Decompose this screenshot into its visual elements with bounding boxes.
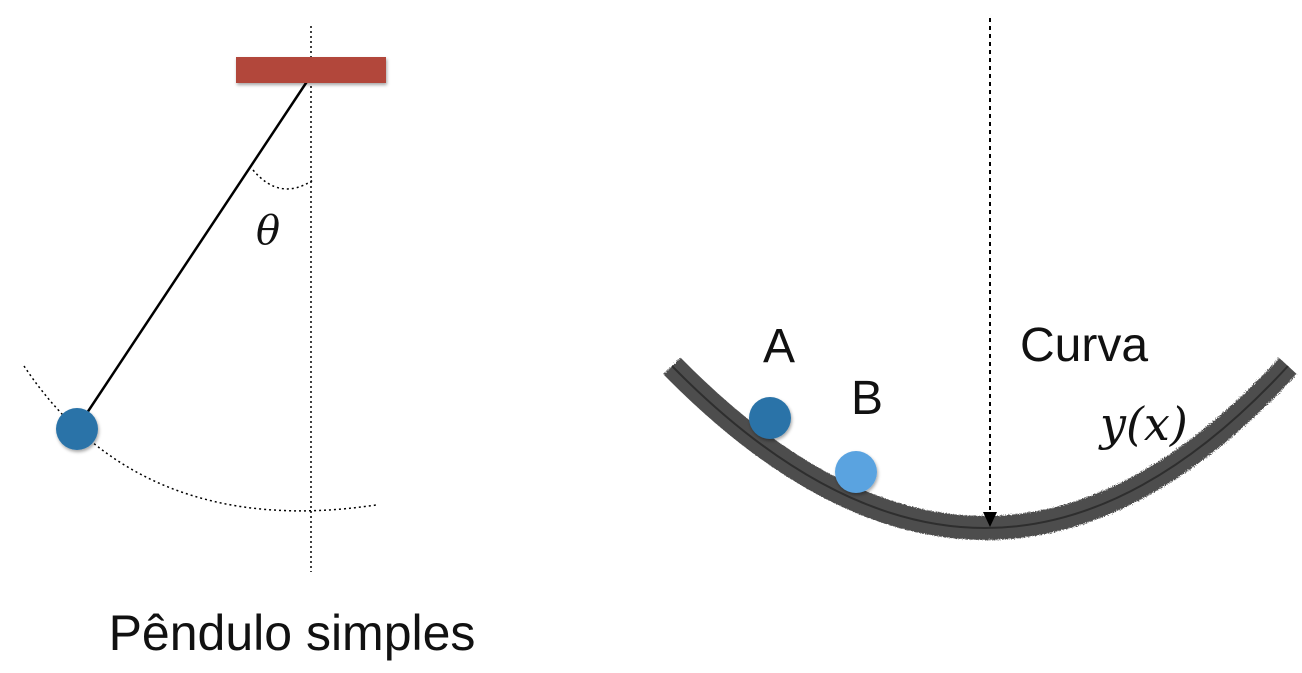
pendulum-support	[236, 57, 386, 83]
angle-arc	[252, 169, 314, 190]
pendulum-string	[75, 79, 310, 429]
curve-edge	[671, 365, 1289, 529]
swing-arc	[23, 365, 377, 512]
function-label: y(x)	[1098, 397, 1188, 451]
label-b: B	[851, 372, 883, 425]
angle-label: θ	[256, 208, 280, 254]
curve-label: Curva	[1020, 319, 1148, 372]
pendulum-caption: Pêndulo simples	[109, 605, 476, 661]
label-a: A	[763, 320, 795, 373]
curve-diagram: A B Curva y(x)	[663, 18, 1297, 540]
ball-a	[749, 397, 791, 439]
pendulum-diagram: θ Pêndulo simples	[23, 26, 476, 661]
pendulum-bob	[56, 408, 98, 450]
ball-b	[835, 451, 877, 493]
arrow-head-icon	[983, 512, 997, 527]
